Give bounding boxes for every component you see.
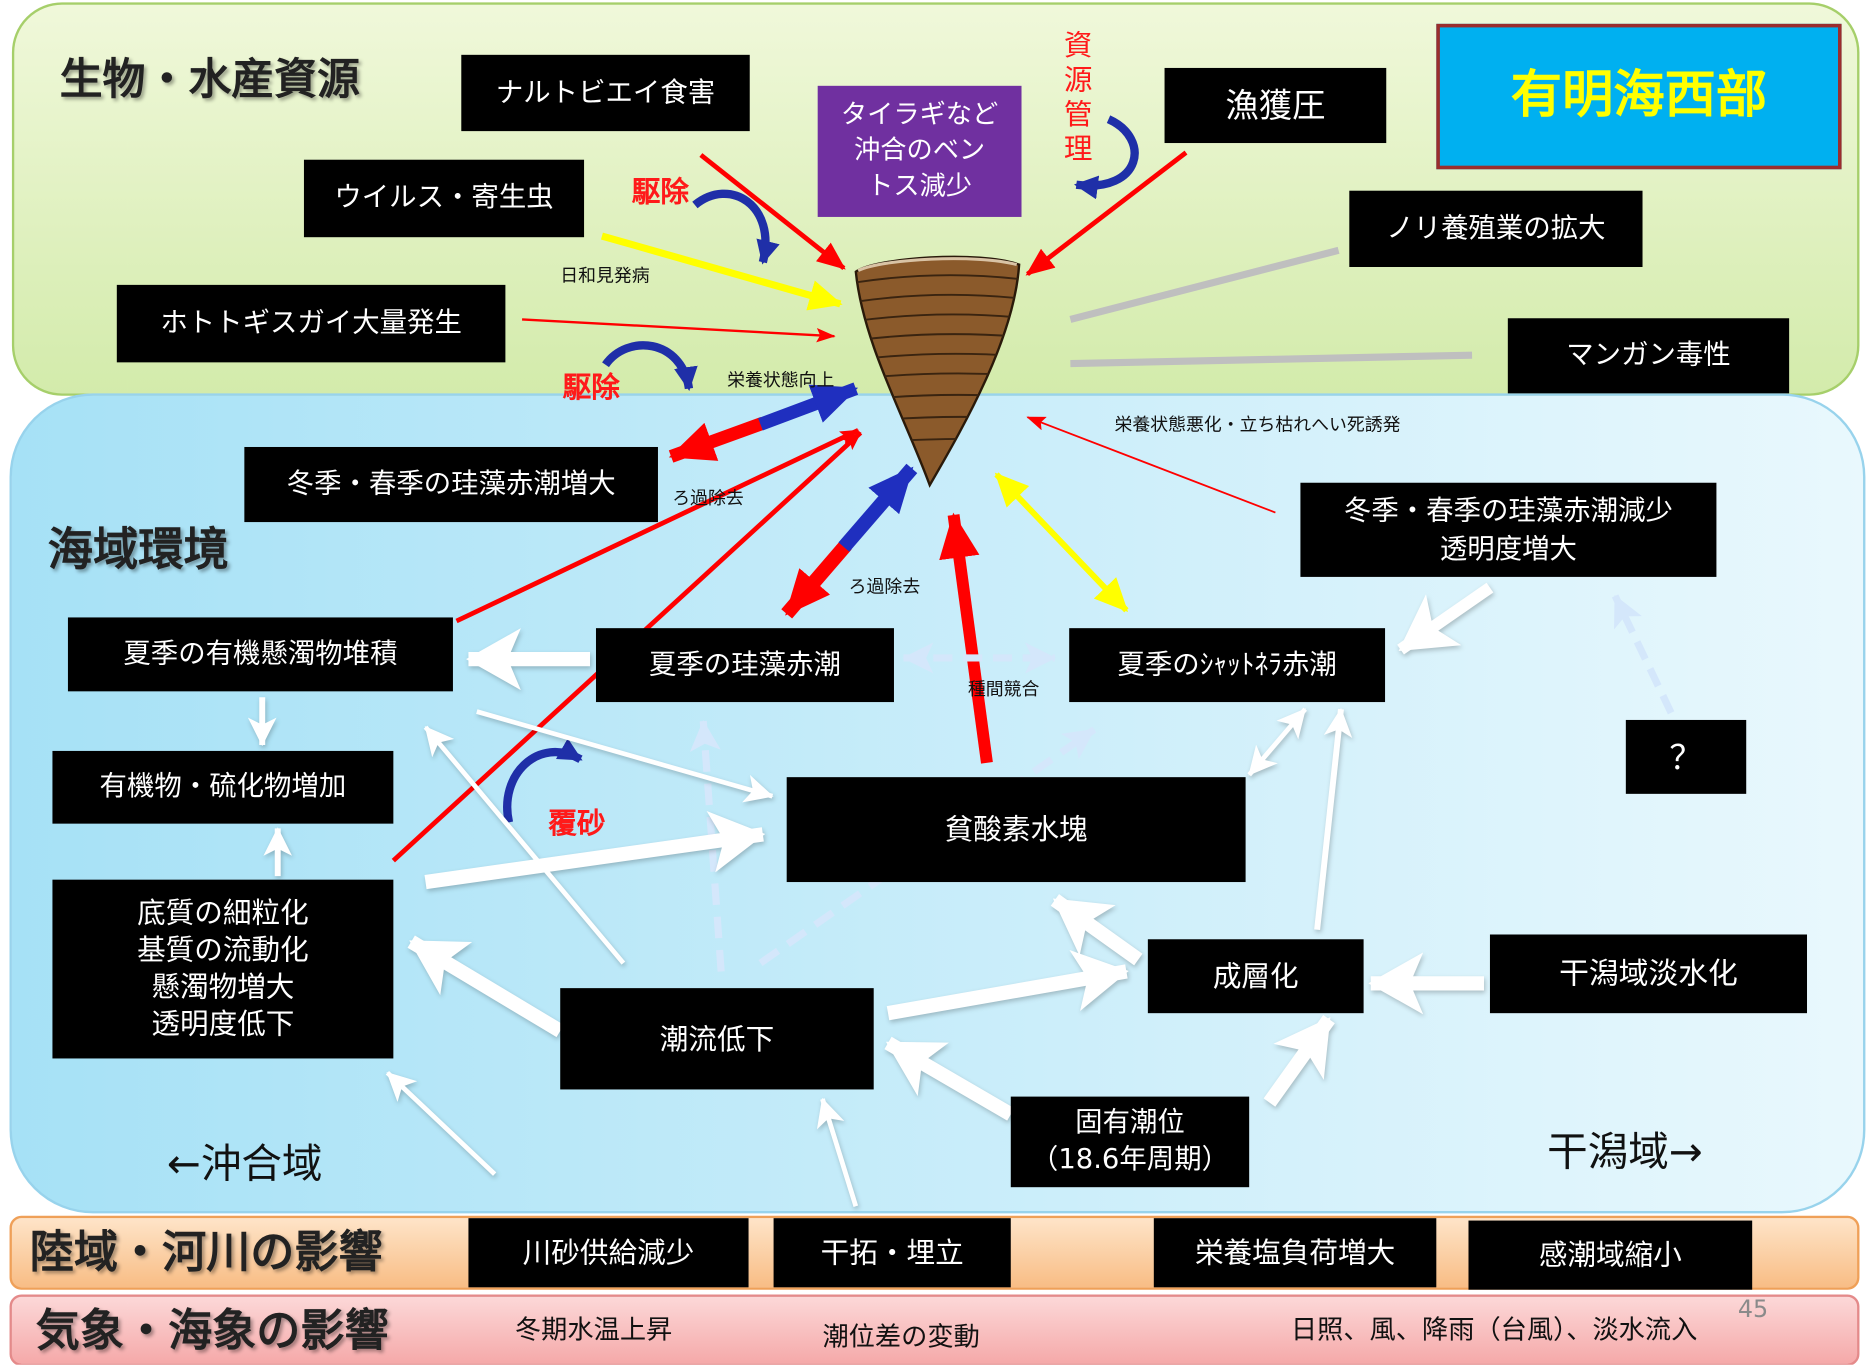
link-nori-expansion: [1069, 246, 1340, 323]
page-number: 45: [1737, 1294, 1769, 1324]
fishing-pressure-box: 漁獲圧: [1164, 67, 1387, 144]
arrow-current-to-sediment: [407, 935, 564, 1038]
removal-label-bottom: 駆除: [562, 370, 620, 405]
direction-tidal-flat: 干潟域→: [1547, 1128, 1703, 1177]
nori-expansion-box: ノリ養殖業の拡大: [1349, 190, 1643, 267]
arrow-fishing-pressure: [1025, 150, 1188, 277]
arrow-sediment-to-hypoxia: [424, 811, 766, 890]
arrow-chattonella-benthos: [994, 472, 1129, 613]
filtration-label-1: ろ過除去: [672, 487, 744, 509]
filtration-label-2: ろ過除去: [848, 575, 921, 598]
winter-water-temp-text: 冬期水温上昇: [514, 1315, 673, 1346]
benthos-decline-line-3: トス減少: [867, 171, 973, 202]
arrow-summer-diatom-red: [781, 540, 852, 619]
arrow-deposit-to-hypoxia: [476, 709, 774, 803]
tidal-river-reduction-box: 感潮域縮小: [1468, 1220, 1753, 1290]
ray-predation-box: ナルトビエイ食害: [461, 54, 750, 132]
benthos-decline-line-1: タイラギなど: [840, 100, 999, 130]
arrow-ray-predation: [699, 153, 846, 271]
arrow-tide-to-current: [884, 1036, 1015, 1121]
arrow-tide-to-stratification: [1263, 1014, 1335, 1107]
arrow-nutrition-worsen: [1026, 416, 1276, 514]
natural-tide-line-2: （18.6年周期）: [1030, 1144, 1230, 1176]
arrow-current-to-summer-diatom: [689, 719, 725, 972]
hypoxia-box: 貧酸素水塊: [786, 777, 1246, 883]
arrow-current-to-deposit: [423, 725, 626, 965]
weather-conditions-text: 日照、風、降雨（台風）、淡水流入: [1290, 1315, 1698, 1346]
organic-sulfide-box: 有機物・硫化物増加: [52, 750, 394, 824]
nutrition-worsen-label: 栄養状態悪化・立ち枯れへい死誘発: [1114, 413, 1401, 436]
tidal-flat-freshening-box: 干潟域淡水化: [1489, 934, 1808, 1014]
sediment-line-2: 基質の流動化: [137, 933, 309, 967]
region-title-box: 有明海西部: [1436, 23, 1842, 170]
winter-diatom-decrease-line-1: 冬季・春季の珪藻赤潮減少: [1343, 495, 1673, 527]
resource-management-label: 資源管理: [1058, 29, 1092, 169]
arrow-reclamation-to-current: [816, 1097, 859, 1207]
winter-diatom-increase-box: 冬季・春季の珪藻赤潮増大: [244, 446, 658, 523]
opportunistic-disease-label: 日和見発病: [560, 264, 650, 287]
sediment-change-box: 底質の細粒化 基質の流動化 懸濁物増大 透明度低下: [52, 879, 394, 1059]
removal-curve-arrow-top: [692, 189, 780, 265]
unknown-cause-box: ？: [1625, 719, 1747, 794]
direction-offshore: ←沖合域: [166, 1140, 323, 1189]
tidal-range-text: 潮位差の変動: [822, 1323, 980, 1353]
sediment-line-1: 底質の細粒化: [137, 896, 309, 930]
white-arrow-group: [247, 582, 1494, 1207]
arrow-organic-deposit-to-benthos: [455, 428, 860, 624]
arrow-hypoxia-to-benthos: [939, 512, 993, 764]
arrow-current-to-stratification: [886, 949, 1129, 1021]
section-title-marine: 海域環境: [47, 523, 229, 576]
link-manganese: [1070, 351, 1473, 368]
winter-diatom-decrease-line-2: 透明度増大: [1439, 533, 1577, 565]
nutrition-improve-label: 栄養状態向上: [727, 369, 835, 391]
sediment-line-4: 透明度低下: [151, 1007, 295, 1041]
sand-cover-label: 覆砂: [548, 806, 606, 841]
benthos-decline-box: タイラギなど 沖合のベン トス減少: [817, 85, 1022, 217]
arrow-stratification-to-hypoxia: [1050, 894, 1143, 966]
stratification-box: 成層化: [1147, 939, 1364, 1014]
nutrient-load-box: 栄養塩負荷増大: [1153, 1218, 1437, 1288]
arrow-decrease-to-chattonella: [1397, 582, 1494, 655]
summer-diatom-box: 夏季の珪藻赤潮: [595, 628, 894, 703]
natural-tide-box: 固有潮位 （18.6年周期）: [1010, 1096, 1250, 1188]
arrow-summer-diatom-blue: [838, 463, 918, 552]
sand-cover-curve-arrow: [503, 738, 583, 824]
manganese-toxicity-box: マンガン毒性: [1507, 318, 1790, 394]
section-title-weather-ocean: 気象・海象の影響: [35, 1305, 389, 1357]
arrow-virus-parasite: [600, 232, 843, 311]
section-title-land-river: 陸域・河川の影響: [29, 1226, 383, 1278]
removal-label-top: 駆除: [631, 175, 689, 209]
natural-tide-line-1: 固有潮位: [1075, 1107, 1185, 1139]
reclamation-box: 干拓・埋立: [773, 1218, 1011, 1288]
competition-label: 種間競合: [967, 678, 1040, 700]
winter-diatom-decrease-box: 冬季・春季の珪藻赤潮減少 透明度増大: [1300, 482, 1717, 577]
section-title-biology: 生物・水産資源: [59, 56, 360, 105]
arrow-unknown-to-decrease: [1611, 594, 1675, 715]
arrow-sand-supply-to-sediment: [385, 1071, 497, 1176]
resource-management-curve-arrow: [1073, 115, 1139, 200]
virus-parasite-box: ウイルス・寄生虫: [303, 159, 585, 238]
mussel-outbreak-box: ホトトギスガイ大量発生: [116, 284, 506, 363]
arrow-winter-diatom-red: [668, 416, 766, 463]
removal-curve-arrow-bottom: [602, 341, 698, 391]
arrow-mussel-outbreak: [522, 318, 836, 343]
pen-shell-illustration: [854, 255, 1021, 488]
tidal-current-decrease-box: 潮流低下: [560, 988, 874, 1090]
river-sand-supply-box: 川砂供給減少: [468, 1218, 749, 1288]
weather-ocean-band: [9, 1294, 1860, 1365]
summer-chattonella-box: 夏季のｼｬｯﾄﾈﾗ赤潮: [1069, 628, 1386, 703]
arrow-winter-diatom-blue: [758, 382, 859, 431]
arrow-hypoxia-chattonella: [1247, 707, 1308, 777]
arrow-stratification-to-chattonella: [1314, 708, 1353, 931]
sediment-line-3: 懸濁物増大: [151, 970, 295, 1004]
benthos-decline-line-2: 沖合のベン: [854, 135, 986, 166]
summer-organic-deposit-box: 夏季の有機懸濁物堆積: [67, 617, 453, 692]
